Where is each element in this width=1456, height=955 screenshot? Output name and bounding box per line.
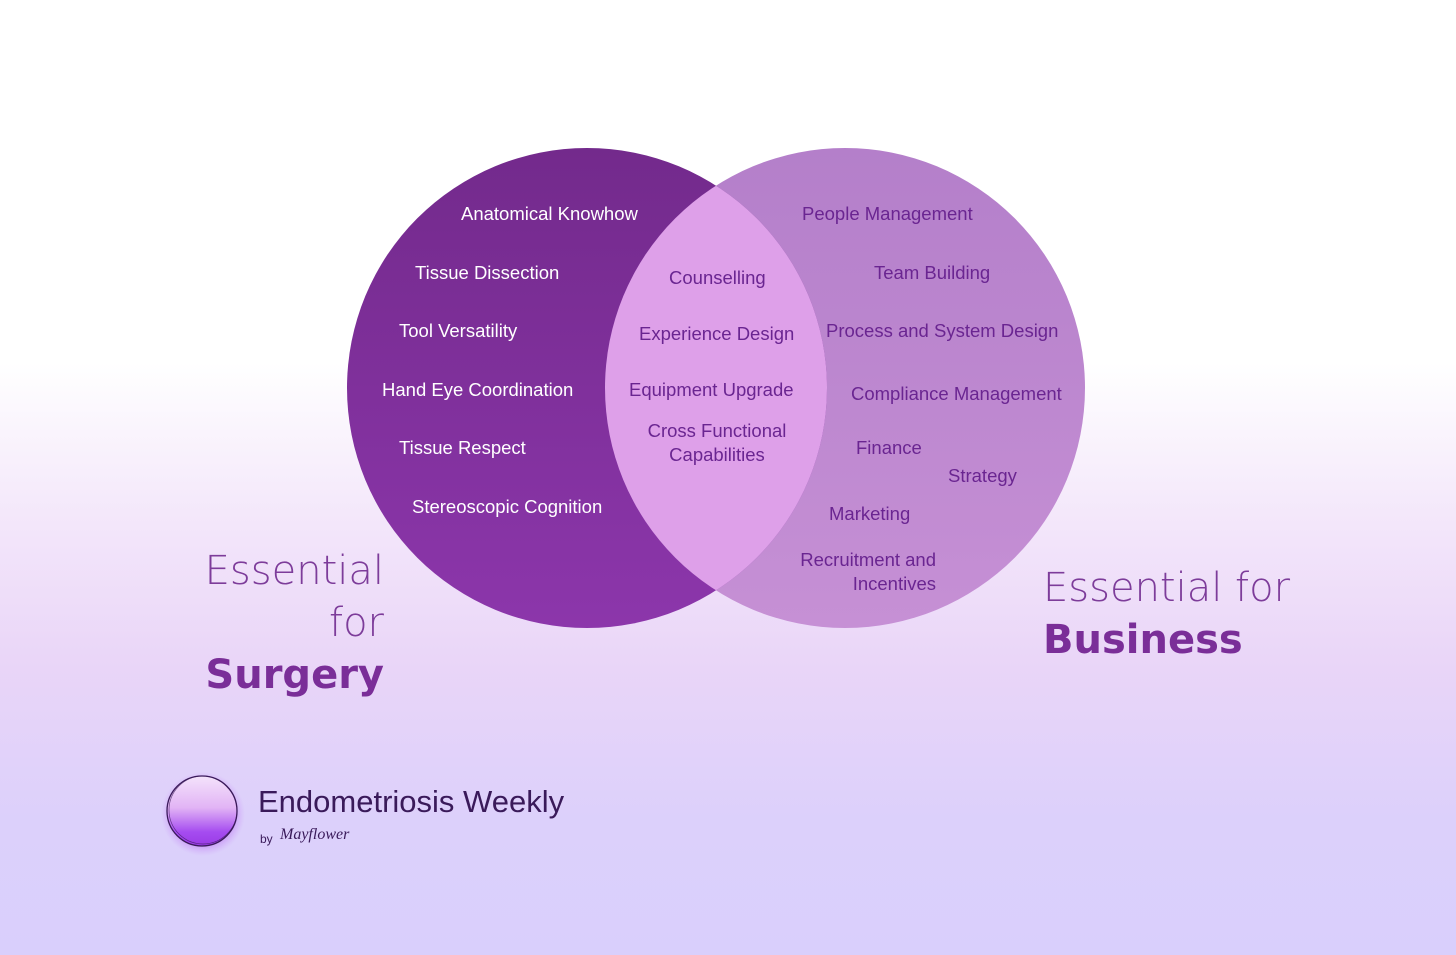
intersection-item-cross-functional: Cross Functional Capabilities bbox=[637, 419, 797, 467]
right-item-strategy: Strategy bbox=[948, 465, 1017, 486]
right-item-marketing: Marketing bbox=[829, 503, 911, 524]
right-item-team-building: Team Building bbox=[874, 262, 991, 283]
intersection-item-counselling: Counselling bbox=[669, 267, 766, 288]
intersection-item-cross-functional-line2: Capabilities bbox=[669, 444, 765, 465]
brand-by: by bbox=[260, 832, 273, 846]
left-item-tissue-dissection: Tissue Dissection bbox=[415, 262, 560, 283]
left-item-anatomical-knowhow: Anatomical Knowhow bbox=[461, 203, 638, 224]
left-item-stereoscopic-cognition: Stereoscopic Cognition bbox=[412, 496, 603, 517]
intersection-item-cross-functional-line1: Cross Functional bbox=[647, 420, 787, 441]
intersection-item-equipment-upgrade: Equipment Upgrade bbox=[629, 379, 794, 400]
intersection-region bbox=[605, 148, 827, 628]
left-item-hand-eye-coordination: Hand Eye Coordination bbox=[382, 379, 574, 400]
brand-maker-logo: Mayflower bbox=[280, 826, 350, 843]
right-item-people-management: People Management bbox=[802, 203, 973, 224]
left-item-tool-versatility: Tool Versatility bbox=[399, 320, 518, 341]
caption-business: Essential for Business bbox=[1043, 562, 1290, 666]
right-item-recruitment-incentives: Recruitment and Incentives bbox=[790, 548, 936, 596]
right-item-compliance-management: Compliance Management bbox=[851, 383, 1062, 404]
right-item-recruitment-line2: Incentives bbox=[852, 573, 936, 594]
right-item-finance: Finance bbox=[856, 437, 922, 458]
purple-orb-icon bbox=[161, 772, 245, 856]
caption-surgery: Essential for Surgery bbox=[168, 545, 384, 701]
brand-name: Endometriosis Weekly bbox=[258, 784, 565, 819]
brand-block: Endometriosis Weekly by Mayflower bbox=[160, 770, 580, 860]
right-item-recruitment-line1: Recruitment and bbox=[800, 549, 936, 570]
caption-surgery-line1: Essential for bbox=[204, 548, 384, 646]
intersection-item-experience-design: Experience Design bbox=[639, 323, 795, 344]
caption-business-line2: Business bbox=[1043, 617, 1243, 663]
caption-surgery-line2: Surgery bbox=[205, 652, 384, 698]
right-item-process-system-design: Process and System Design bbox=[826, 320, 1059, 341]
left-item-tissue-respect: Tissue Respect bbox=[399, 437, 526, 458]
caption-business-line1: Essential for bbox=[1043, 565, 1291, 611]
